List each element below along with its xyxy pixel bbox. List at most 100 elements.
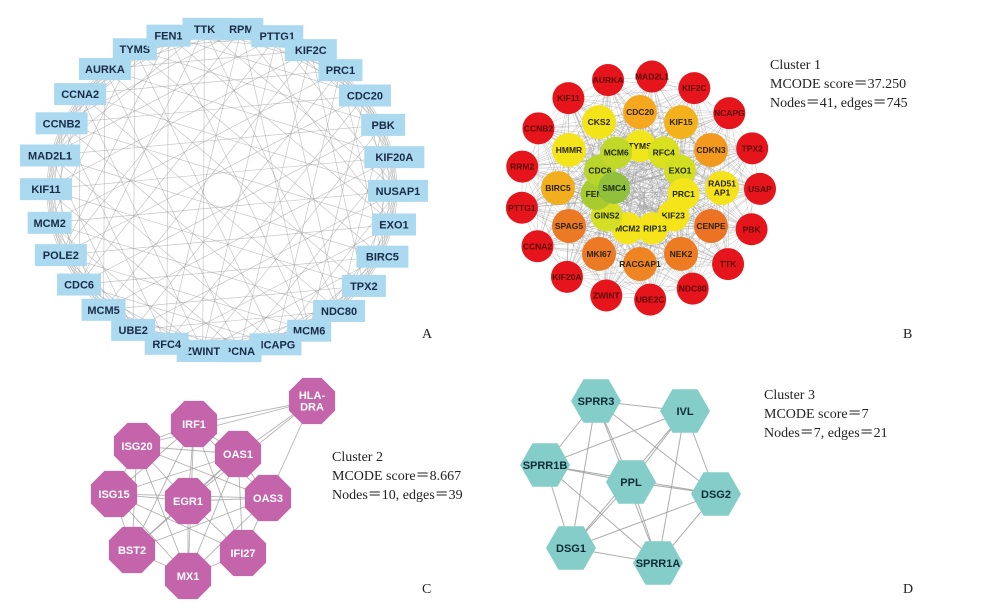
node-label: FEN1 [154, 31, 182, 43]
node-label: SPRR3 [578, 396, 615, 408]
node-prc1: PRC1 [318, 59, 363, 82]
network-edge [60, 35, 169, 256]
node-ndc80: NDC80 [676, 272, 709, 305]
node-label: IRF1 [182, 419, 206, 431]
network-edge [49, 28, 205, 156]
node-label: IFI27 [230, 548, 255, 560]
network-edge [694, 87, 761, 189]
node-birc5: BIRC5 [356, 245, 409, 268]
node-label: SPAG5 [555, 221, 583, 231]
panel-label-c: C [422, 582, 432, 597]
node-label: HLA-DRA [299, 390, 326, 414]
node-tpx2: TPX2 [341, 274, 386, 297]
node-tpx2: TPX2 [736, 132, 769, 165]
network-edge [104, 49, 311, 70]
network-edge [710, 149, 729, 265]
node-usap: USAP [743, 172, 776, 205]
node-mcm6: MCM6 [600, 136, 633, 169]
node-label: KIF2C [682, 83, 707, 93]
node-nek2: NEK2 [664, 236, 698, 271]
node-label: ZWINT [593, 291, 621, 301]
node-label: MAD2L1 [28, 150, 72, 162]
network-edge [166, 224, 395, 345]
node-octagon [164, 477, 212, 525]
node-label: PBK [372, 120, 395, 132]
node-label: MCM6 [604, 148, 629, 158]
node-sprr1a: SPRR1A [633, 541, 683, 585]
node-circle [598, 172, 630, 204]
node-cenpe: CENPE [694, 209, 729, 243]
node-hexagon [691, 472, 741, 516]
node-box [182, 17, 227, 40]
cluster-3-info: Cluster 3 MCODE score＝7 Nodes＝7, edges＝2… [764, 386, 888, 443]
node-mki67: MKI67 [582, 236, 616, 271]
node-box [364, 146, 425, 169]
network-edge [606, 187, 723, 216]
network-edge [692, 188, 761, 289]
node-octagon [219, 529, 267, 577]
node-pbk: PBK [361, 113, 406, 136]
node-label: TYMS [120, 44, 151, 56]
node-ttk: TTK [182, 17, 227, 40]
node-label: SPRR1A [636, 558, 681, 570]
network-edge [568, 149, 684, 195]
node-fen1: FEN1 [146, 24, 191, 47]
node-circle [582, 236, 616, 271]
network-edge [639, 152, 665, 265]
node-mcm5: MCM5 [81, 298, 126, 321]
network-edge [521, 207, 682, 255]
node-circle [551, 209, 586, 243]
node-octagon [214, 430, 262, 478]
node-cks2: CKS2 [582, 105, 616, 140]
node-kif11: KIF11 [20, 178, 73, 201]
node-octagon [164, 552, 212, 600]
network-edge [49, 35, 278, 156]
node-label: POLE2 [43, 250, 79, 262]
node-label: MKI67 [586, 249, 611, 259]
network-edge [308, 95, 366, 331]
node-label: PTTG1 [508, 203, 536, 213]
network-edge [49, 68, 106, 156]
node-label: FEN1 [586, 189, 608, 199]
network-edge [78, 28, 205, 285]
node-spag5: SPAG5 [551, 209, 586, 243]
node-label: DSG1 [556, 543, 586, 555]
network-edge [537, 128, 539, 247]
node-hexagon [520, 443, 570, 487]
network-edge [538, 76, 653, 129]
node-ncapg: NCAPG [713, 97, 746, 130]
network-edge [79, 93, 340, 312]
node-circle [506, 150, 539, 183]
node-pole2: POLE2 [34, 244, 87, 267]
node-box [20, 178, 73, 201]
node-circle [676, 272, 709, 305]
node-ccnb2: CCNB2 [522, 112, 555, 145]
node-circle [505, 191, 538, 224]
node-mcm2: MCM2 [27, 211, 72, 234]
node-box [144, 332, 189, 355]
node-octagon [244, 474, 292, 522]
node-exo1: EXO1 [664, 154, 697, 187]
node-label: KIF15 [669, 117, 692, 127]
network-edge [136, 400, 313, 447]
panel-label-b: B [903, 327, 913, 342]
node-hmmr: HMMR [551, 133, 586, 167]
node-egr1: EGR1 [164, 477, 212, 525]
cluster-2-info: Cluster 2 MCODE score＝8.667 Nodes＝10, ed… [332, 448, 463, 505]
node-circle [694, 209, 729, 243]
network-edge [595, 400, 717, 495]
node-box [27, 211, 72, 234]
node-box [176, 340, 229, 363]
node-circle [590, 279, 623, 312]
network-edge [49, 190, 399, 224]
node-label: NCAPG [256, 339, 296, 351]
node-label: TYMS [628, 141, 652, 151]
node-tyms: TYMS [112, 38, 157, 61]
node-mad2l1: MAD2L1 [635, 60, 669, 93]
network-edge [134, 48, 384, 126]
node-label: NCAPG [714, 108, 745, 118]
network-edge [79, 93, 203, 352]
cluster-1-counts: Nodes＝41, edges＝745 [770, 96, 908, 111]
network-edge [78, 35, 278, 285]
